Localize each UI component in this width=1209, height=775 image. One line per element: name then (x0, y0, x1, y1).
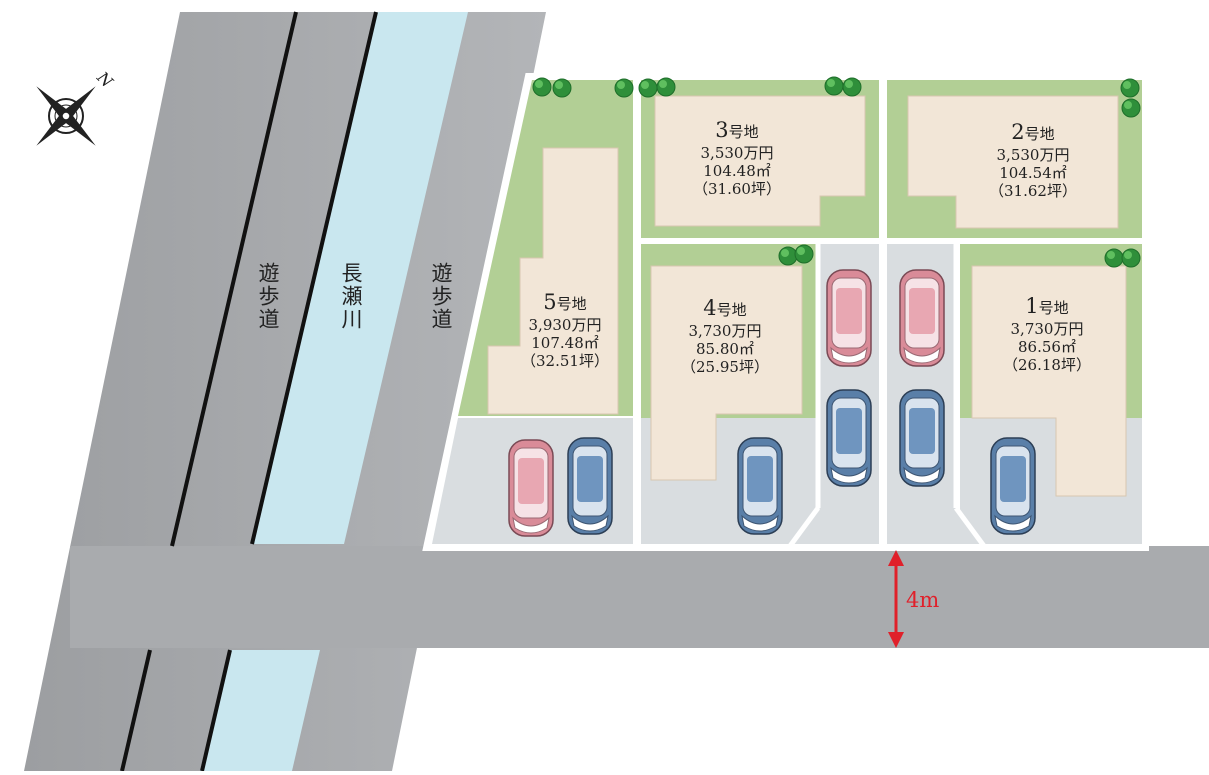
road-divider-line (170, 11, 298, 547)
lot-4-house (650, 265, 803, 481)
lot-2-label: 2号地 3,530万円 104.54㎡ （31.62坪） (968, 120, 1098, 201)
lot-suffix: 号地 (1038, 299, 1069, 317)
road-divider-line (200, 649, 232, 772)
lot-area-tsubo: （31.62坪） (989, 182, 1077, 201)
lot-suffix: 号地 (716, 301, 747, 319)
road-divider-line (120, 649, 152, 772)
lot-area-m2: 86.56㎡ (1018, 337, 1076, 356)
lot-number: 2 (1011, 120, 1025, 144)
lot-price: 3,530万円 (700, 143, 774, 162)
lot-2-house (907, 95, 1119, 229)
lot-area-tsubo: （26.18坪） (1003, 356, 1091, 375)
lot-suffix: 号地 (1024, 125, 1055, 143)
lot-area-m2: 104.48㎡ (703, 161, 771, 180)
lot-area-tsubo: （25.95坪） (681, 358, 769, 377)
lot-number: 3 (715, 118, 729, 142)
lot-3-label: 3号地 3,530万円 104.48㎡ （31.60坪） (672, 118, 802, 199)
lot-area-m2: 104.54㎡ (999, 163, 1067, 182)
lot-area-m2: 85.80㎡ (696, 339, 754, 358)
river (252, 12, 468, 544)
lot-dividers (634, 78, 1144, 548)
lot-suffix: 号地 (728, 123, 759, 141)
lot-price: 3,930万円 (528, 315, 602, 334)
compass-rose-icon (36, 86, 96, 146)
lot-3-house (654, 95, 866, 227)
lot-5-house (487, 147, 619, 415)
river-label: 長瀬川 (339, 262, 363, 331)
lot-1-label: 1号地 3,730万円 86.56㎡ （26.18坪） (982, 294, 1112, 375)
front-road (70, 546, 1209, 648)
road-width-dimension (888, 550, 904, 648)
river-lower (200, 650, 320, 771)
left-sidewalk-label: 遊歩道 (256, 262, 280, 331)
lot-price: 3,730万円 (688, 321, 762, 340)
lot-number: 4 (703, 296, 717, 320)
lot-area-tsubo: （32.51坪） (521, 352, 609, 371)
lot-area-tsubo: （31.60坪） (693, 180, 781, 199)
lot-area-m2: 107.48㎡ (531, 333, 599, 352)
right-sidewalk-label: 遊歩道 (429, 262, 453, 331)
road-divider-line (250, 11, 378, 545)
lot-number: 1 (1025, 294, 1039, 318)
lot-price: 3,730万円 (1010, 319, 1084, 338)
lot-number: 5 (543, 290, 557, 314)
lot-price: 3,530万円 (996, 145, 1070, 164)
road-width-label: 4m (906, 588, 940, 612)
lot-5-label: 5号地 3,930万円 107.48㎡ （32.51坪） (500, 290, 630, 371)
lot-suffix: 号地 (556, 295, 587, 313)
lot-4-label: 4号地 3,730万円 85.80㎡ （25.95坪） (660, 296, 790, 377)
